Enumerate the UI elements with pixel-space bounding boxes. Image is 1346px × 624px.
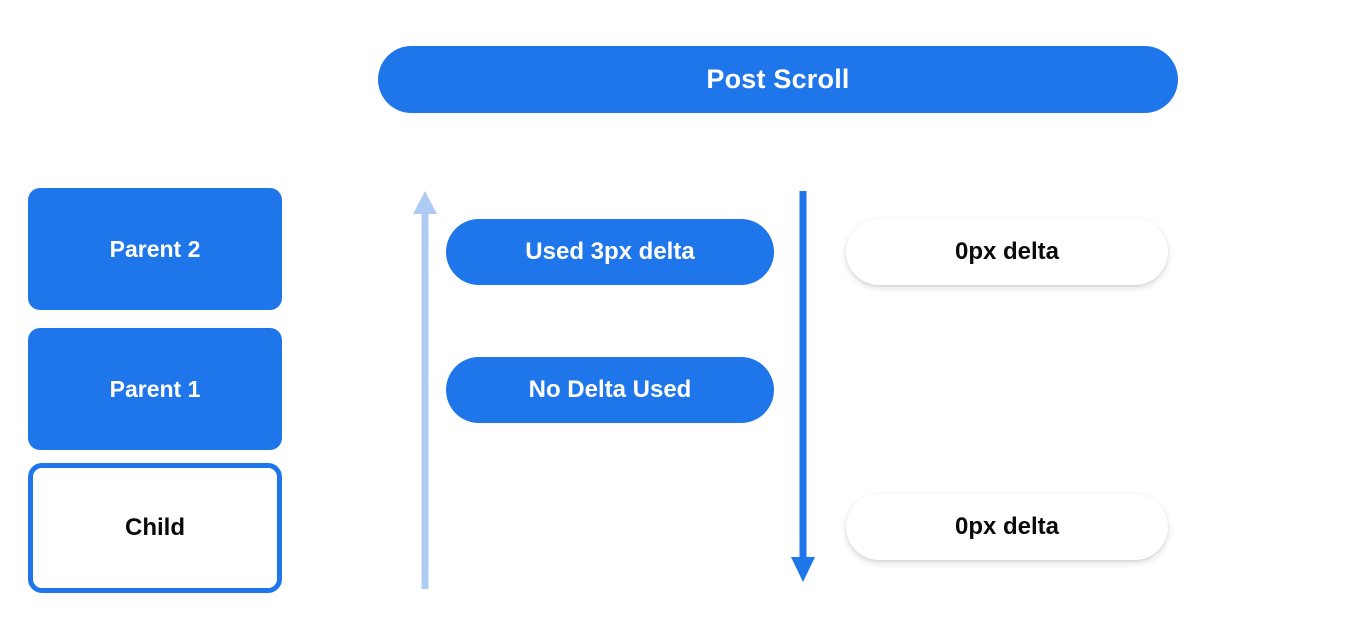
middle-pill-used-3px-delta: Used 3px delta xyxy=(446,219,774,285)
right-pill-0px-delta-bottom-label: 0px delta xyxy=(954,513,1060,540)
right-pill-0px-delta-top-label: 0px delta xyxy=(954,238,1060,265)
middle-pill-no-delta-used-label: No Delta Used xyxy=(528,376,692,403)
post-scroll-header: Post Scroll xyxy=(378,46,1178,113)
middle-pill-used-3px-delta-label: Used 3px delta xyxy=(525,238,695,265)
node-child-label: Child xyxy=(125,514,185,541)
node-parent-2-label: Parent 2 xyxy=(109,235,201,262)
middle-pill-no-delta-used: No Delta Used xyxy=(446,357,774,423)
scroll-up-arrow xyxy=(413,191,437,589)
right-pill-0px-delta-top: 0px delta xyxy=(846,219,1168,285)
node-child: Child xyxy=(28,463,282,593)
post-scroll-header-label: Post Scroll xyxy=(706,64,850,94)
node-parent-1-label: Parent 1 xyxy=(109,375,201,402)
right-pill-0px-delta-bottom: 0px delta xyxy=(846,494,1168,560)
scroll-down-arrow xyxy=(791,191,815,582)
node-parent-1: Parent 1 xyxy=(28,328,282,450)
node-parent-2: Parent 2 xyxy=(28,188,282,310)
